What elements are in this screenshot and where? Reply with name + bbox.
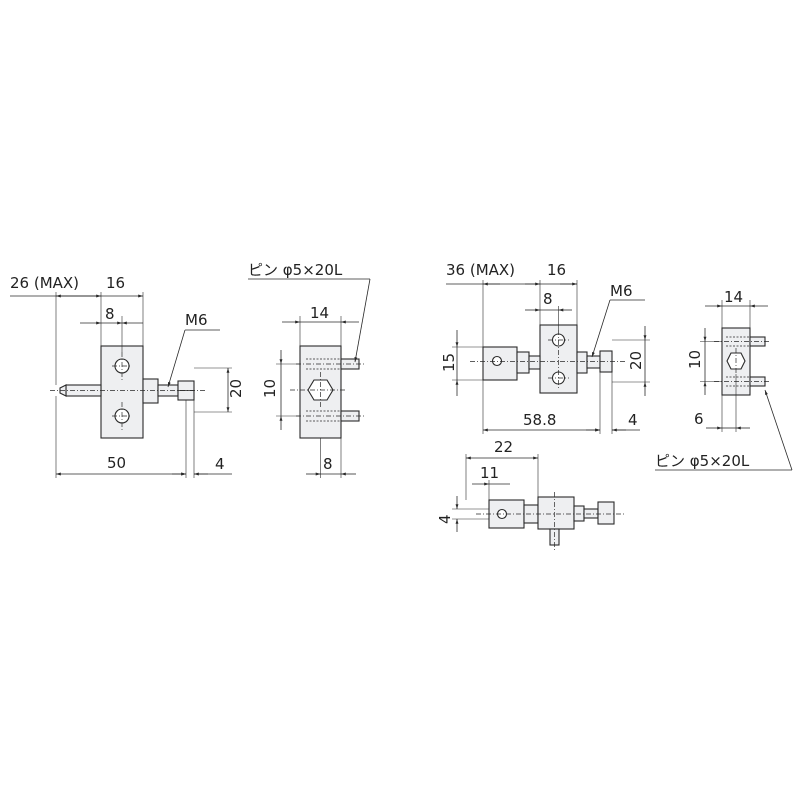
view5-length-11: 11 bbox=[480, 464, 499, 482]
view1-thread-label: M6 bbox=[185, 311, 208, 329]
view1-length-50: 50 bbox=[107, 454, 126, 472]
view4-side: 14 10 6 ピン φ5×20L bbox=[655, 288, 793, 471]
view1-max-length: 26 (MAX) bbox=[10, 274, 79, 292]
view3-offset-4: 4 bbox=[628, 411, 638, 429]
view5-height-4: 4 bbox=[436, 514, 454, 524]
view5-body bbox=[573, 505, 585, 522]
view3-knob-hole bbox=[491, 355, 503, 367]
view3-height-20: 20 bbox=[627, 351, 645, 370]
view1-body bbox=[142, 378, 159, 404]
view5-length-22: 22 bbox=[494, 438, 513, 456]
view2-pin-spec: ピン φ5×20L bbox=[248, 261, 343, 279]
view2-pitch-10: 10 bbox=[261, 379, 279, 398]
view2-width-8: 8 bbox=[323, 455, 333, 473]
view4-pin-spec: ピン φ5×20L bbox=[655, 452, 750, 470]
view3-width-8: 8 bbox=[543, 290, 553, 308]
view3-body bbox=[576, 351, 588, 374]
view3-plunger-neck bbox=[516, 351, 530, 374]
view3-thread-label: M6 bbox=[610, 282, 633, 300]
view4-width-14: 14 bbox=[724, 288, 743, 306]
view1-front: 26 (MAX) 16 8 M6 20 50 4 bbox=[10, 274, 245, 478]
view1-width-8: 8 bbox=[105, 305, 115, 323]
view3-plunger-shaft bbox=[528, 355, 541, 370]
view5-plan: 22 11 4 bbox=[436, 438, 625, 550]
view1-offset-4: 4 bbox=[215, 455, 225, 473]
view3-max-length: 36 (MAX) bbox=[446, 261, 515, 279]
view3-front: 36 (MAX) 16 8 M6 15 20 58.8 4 bbox=[440, 261, 650, 434]
view3-height-15: 15 bbox=[440, 353, 458, 372]
view1-height-20: 20 bbox=[227, 379, 245, 398]
view5-thread-shaft bbox=[583, 508, 599, 519]
view1-width-16: 16 bbox=[106, 274, 125, 292]
view4-offset-6: 6 bbox=[694, 410, 704, 428]
view5-plate bbox=[537, 496, 575, 530]
view3-length-58-8: 58.8 bbox=[523, 411, 556, 429]
view3-thread-shaft bbox=[586, 355, 601, 369]
view4-pitch-10: 10 bbox=[686, 350, 704, 369]
view2-width-14: 14 bbox=[310, 304, 329, 322]
view5-nut bbox=[597, 501, 615, 525]
view2-side: ピン φ5×20L 14 10 8 bbox=[248, 261, 371, 478]
view3-width-16: 16 bbox=[547, 261, 566, 279]
